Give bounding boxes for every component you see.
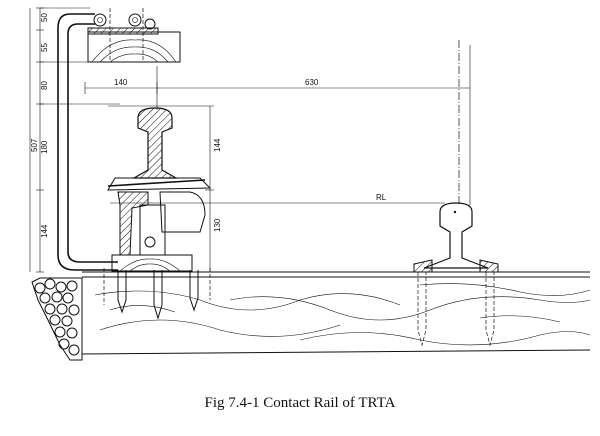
rl-label: RL [376,193,387,202]
dim-144-left: 144 [40,224,49,238]
figure-caption: Fig 7.4-1 Contact Rail of TRTA [204,395,396,411]
dim-130: 130 [213,218,222,232]
dim-50: 50 [40,13,49,22]
running-rail [413,202,499,347]
dim-180: 180 [40,140,49,154]
dim-144-mid: 144 [213,138,222,152]
top-timber-block [87,8,181,63]
rail-insulator [107,177,212,272]
dim-140: 140 [114,78,128,87]
horizontal-dimension-line [84,45,471,205]
dim-55: 55 [40,43,49,52]
support-bracket [57,13,118,271]
sleeper-screws [103,268,211,320]
dim-80: 80 [40,81,49,90]
dim-630: 630 [305,78,319,87]
sleeper-body [81,271,591,355]
left-dimension-chain [29,7,120,273]
contact-rail [131,107,179,179]
dim-507: 507 [30,138,39,152]
ballast-stones [31,277,83,361]
center-dimension-lines [108,105,214,273]
